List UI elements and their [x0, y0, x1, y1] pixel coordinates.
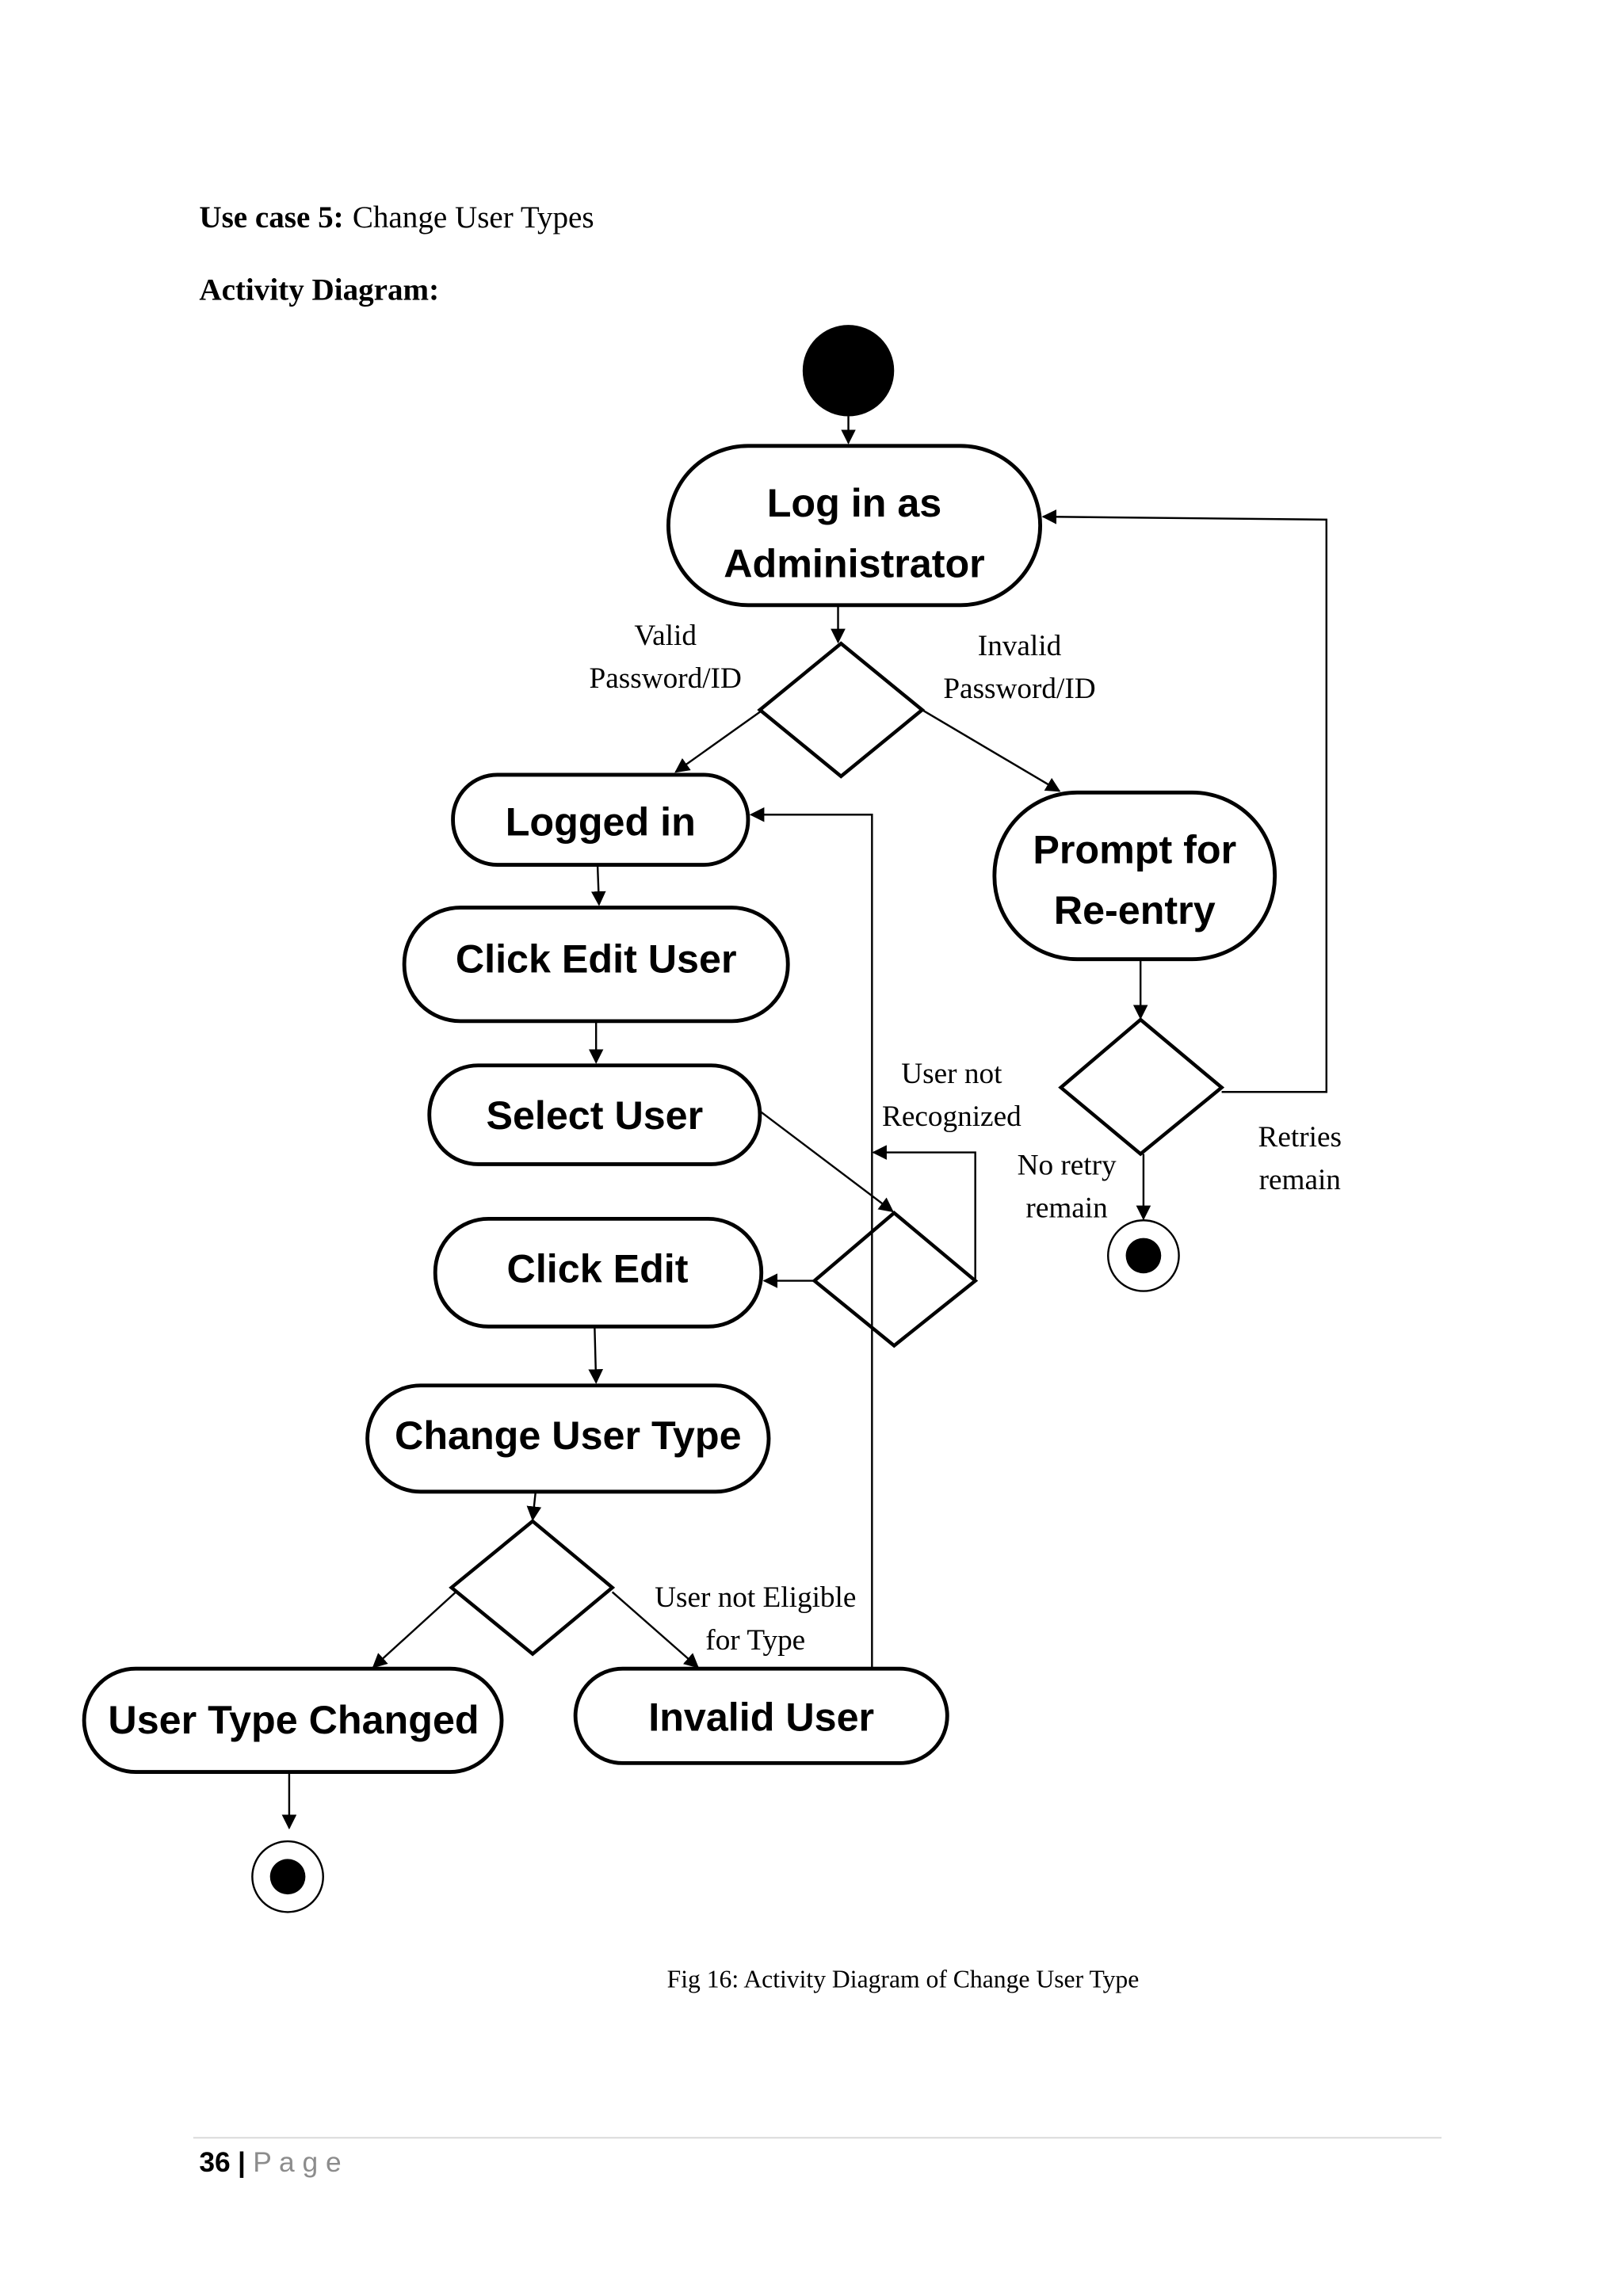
edge-retries: [1041, 509, 1327, 1093]
edge-self-loop: [872, 1145, 976, 1281]
node-click-edit-label: Click Edit: [507, 1246, 689, 1291]
label-not-recognized: User not: [901, 1058, 1002, 1090]
node-logged-in: [451, 772, 750, 867]
start-node: [802, 325, 895, 417]
end-node-core: [1125, 1238, 1162, 1274]
label-valid: Password/ID: [590, 662, 742, 695]
label-invalid: Password/ID: [943, 673, 1095, 705]
node-prompt: [992, 790, 1277, 962]
decision-retry: [1058, 1017, 1225, 1157]
page-footer: 36|P a g e: [199, 2147, 341, 2178]
node-login-line2: Administrator: [724, 541, 984, 585]
node-user-type-changed: [82, 1666, 504, 1774]
node-change-user-type: [365, 1383, 771, 1494]
label-retries: Retries: [1258, 1121, 1342, 1154]
node-select-user: [427, 1063, 762, 1166]
edge-not-eligible: [611, 1591, 700, 1669]
node-select-user-label: Select User: [486, 1093, 703, 1138]
edge-back-to-logged-in: [749, 807, 873, 1669]
edge: [526, 1491, 542, 1522]
node-logged-in-label: Logged in: [506, 799, 696, 844]
end-node-core: [269, 1859, 306, 1895]
label-not-recognized: Recognized: [882, 1100, 1022, 1133]
label-no-retry: remain: [1025, 1192, 1108, 1225]
edge: [590, 864, 606, 906]
node-invalid-user-label: Invalid User: [648, 1695, 874, 1739]
figure-caption: Fig 16: Activity Diagram of Change User …: [667, 1965, 1140, 1993]
label-no-retry: No retry: [1018, 1150, 1117, 1182]
node-prompt-line2: Re-entry: [1054, 888, 1216, 933]
decision-eligible: [449, 1519, 616, 1657]
node-user-type-changed-label: User Type Changed: [108, 1698, 479, 1742]
label-valid: Valid: [634, 620, 697, 652]
label-retries: remain: [1259, 1164, 1342, 1196]
node-click-edit-user-label: Click Edit User: [456, 936, 737, 981]
edge: [759, 1110, 894, 1213]
decision-login: [757, 641, 926, 779]
section-heading: Activity Diagram:: [199, 273, 439, 307]
edge: [372, 1591, 457, 1669]
label-not-eligible: User not Eligible: [655, 1581, 856, 1614]
node-click-edit: [433, 1216, 764, 1329]
node-login-line1: Log in as: [767, 481, 942, 525]
edge-invalid: [922, 708, 1061, 792]
decision-user: [812, 1210, 979, 1348]
label-not-eligible: for Type: [705, 1624, 805, 1657]
label-invalid: Invalid: [978, 630, 1062, 662]
node-login: [666, 444, 1043, 608]
edge: [588, 1326, 604, 1384]
use-case-heading: Use case 5:Change User Types: [199, 200, 594, 235]
node-prompt-line1: Prompt for: [1033, 828, 1236, 872]
node-invalid-user: [573, 1666, 949, 1765]
edge-valid: [674, 709, 764, 773]
node-change-user-type-label: Change User Type: [395, 1413, 741, 1458]
